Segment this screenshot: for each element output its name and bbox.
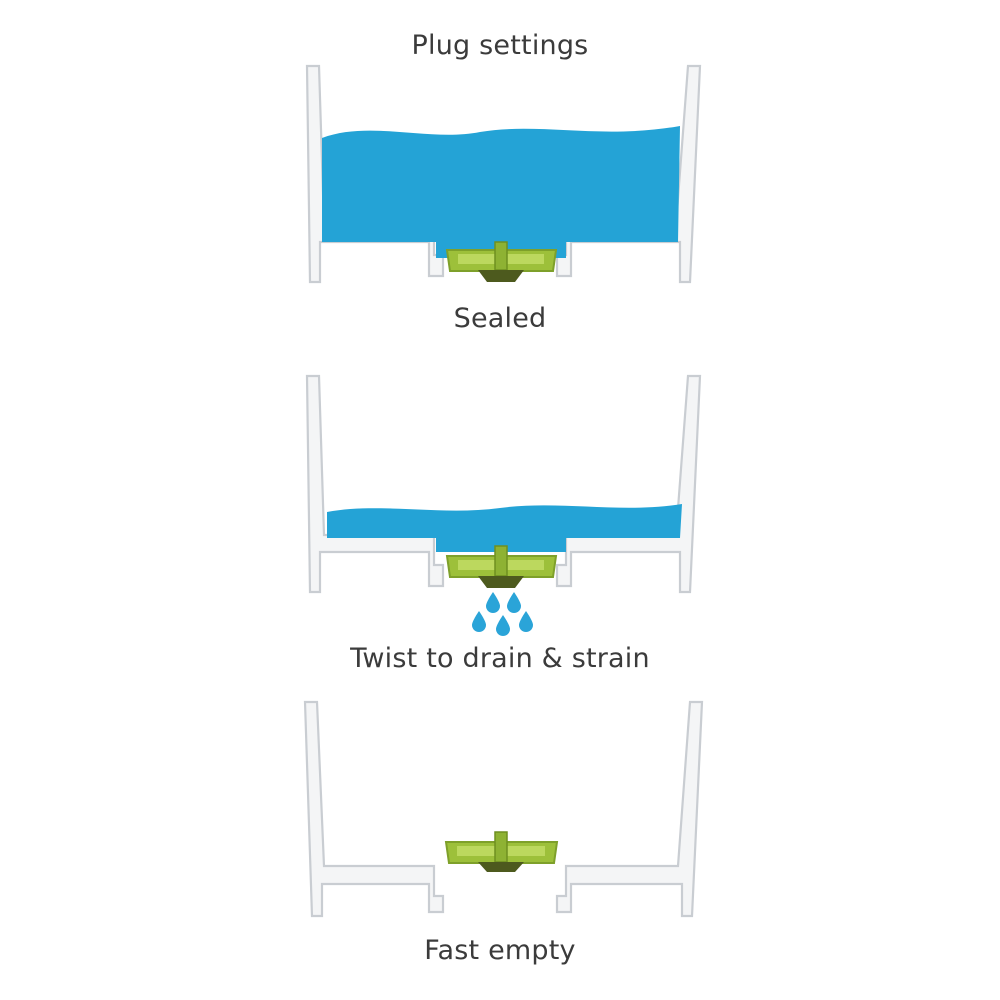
water-drops [472, 592, 533, 636]
water-drop [519, 611, 533, 632]
water-low [327, 504, 682, 552]
sink-draining-illustration [305, 374, 702, 636]
stage-label-drain: Twist to drain & strain [350, 643, 650, 674]
water-drop [507, 592, 521, 613]
sink-basin [303, 700, 704, 918]
sink-sealed-illustration [305, 64, 702, 284]
plug-twisted [445, 545, 558, 588]
water-drop [472, 611, 486, 632]
water-full [322, 126, 680, 258]
stage-label-empty: Fast empty [424, 935, 576, 966]
plug-sealed [445, 241, 558, 282]
diagram-title: Plug settings [411, 30, 589, 61]
sink-empty-illustration [303, 700, 704, 918]
water-drop [486, 592, 500, 613]
stage-label-sealed: Sealed [453, 303, 547, 334]
plug-raised [444, 831, 559, 872]
water-drop [496, 615, 510, 636]
